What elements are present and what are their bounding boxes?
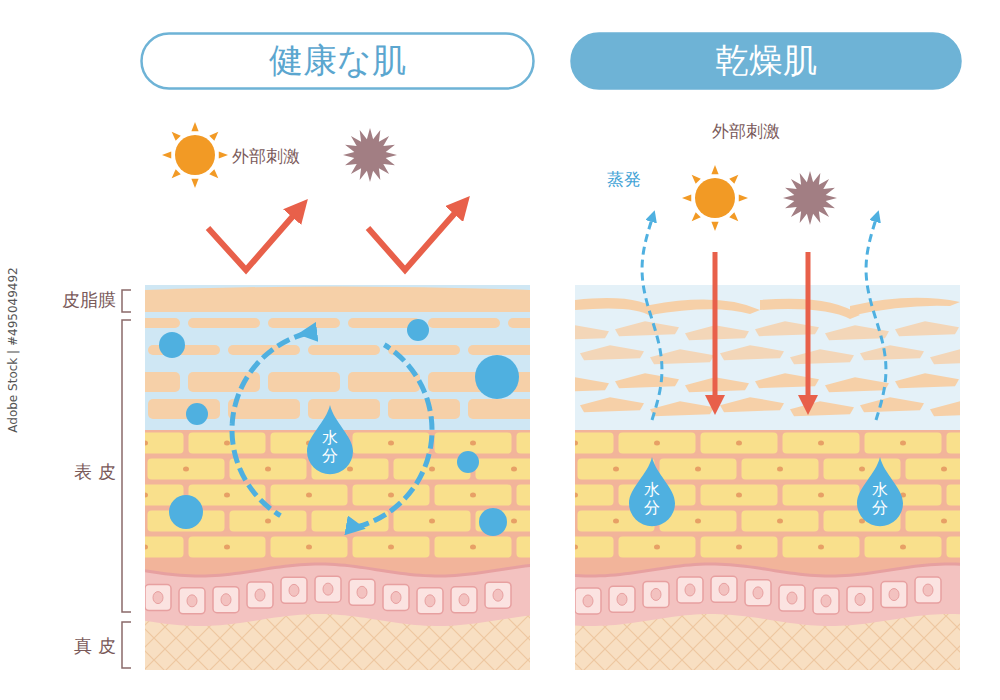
water-drop: 水分 — [307, 405, 353, 474]
layer-label: 皮脂膜 — [62, 288, 116, 312]
drop-label: 水分 — [322, 429, 338, 464]
title-pill: 健康な肌 — [140, 32, 535, 90]
penetrate-arrow — [713, 252, 718, 405]
penetrate-arrow — [806, 252, 811, 405]
layer-bracket — [122, 622, 131, 668]
stimulus-label: 外部刺激 — [712, 120, 780, 143]
layer-label: 表 皮 — [74, 460, 116, 484]
deflect-arrow — [368, 205, 462, 270]
evaporation-label: 蒸発 — [607, 168, 641, 191]
water-dot — [479, 508, 507, 536]
water-drop: 水分 — [629, 457, 675, 526]
water-dot — [169, 495, 203, 529]
layer-bracket — [122, 320, 131, 612]
sun-icon — [682, 165, 748, 231]
circulation-arrow — [232, 333, 307, 516]
water-dot — [159, 332, 185, 358]
irritant-icon — [343, 128, 397, 182]
water-dot — [186, 403, 208, 425]
sun-icon — [162, 122, 228, 188]
healthy-skin-section — [107, 285, 594, 675]
evaporation-arrow — [642, 216, 662, 420]
panel-title: 健康な肌 — [269, 38, 406, 84]
layer-bracket — [122, 290, 131, 312]
deflect-arrow — [208, 208, 300, 270]
layer-label: 真 皮 — [74, 634, 116, 658]
circulation-arrow — [356, 345, 432, 527]
water-dot — [475, 355, 519, 399]
dry-skin-section — [537, 285, 1000, 675]
watermark: Adobe Stock | #495049492 — [6, 267, 20, 432]
title-pill: 乾燥肌 — [570, 32, 962, 90]
water-dot — [407, 319, 429, 341]
irritant-icon — [783, 171, 837, 225]
water-drop: 水分 — [857, 457, 903, 526]
evaporation-arrow — [866, 216, 886, 420]
panel-title: 乾燥肌 — [715, 38, 817, 84]
drop-label: 水分 — [872, 481, 888, 516]
water-dot — [457, 451, 479, 473]
stimulus-label: 外部刺激 — [232, 145, 300, 168]
drop-label: 水分 — [644, 481, 660, 516]
